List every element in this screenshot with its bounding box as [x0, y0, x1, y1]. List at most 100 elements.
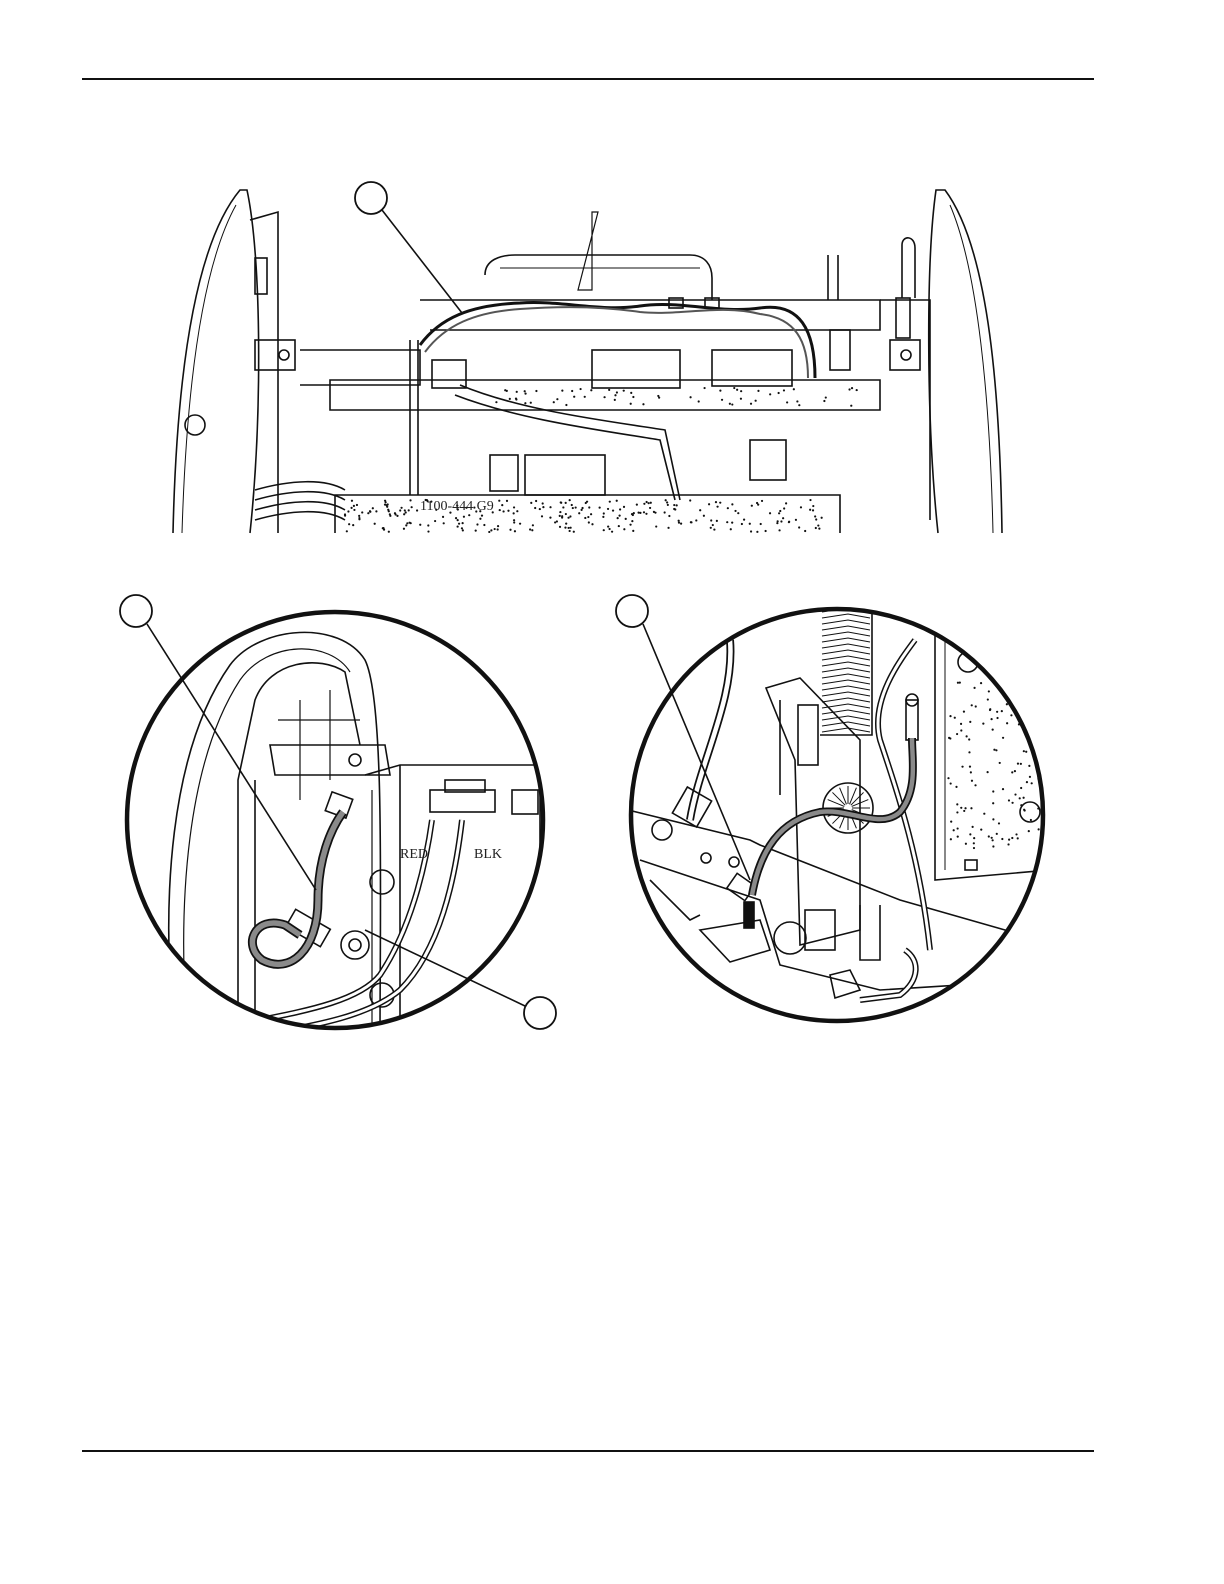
pcb-dot: [749, 523, 751, 525]
pcb-dot: [367, 512, 369, 514]
pcb-dot: [559, 511, 561, 513]
pcb-dot: [394, 513, 396, 515]
pcb-dot: [959, 681, 961, 683]
pcb-dot: [779, 510, 781, 512]
heatsink-fin: [822, 668, 870, 672]
pcb-dot: [588, 506, 590, 508]
pcb-dot: [584, 517, 586, 519]
pcb-dot: [463, 516, 465, 518]
heatsink-fin: [822, 716, 870, 720]
ribbon-cable: [255, 482, 345, 490]
pcb-dot: [408, 509, 410, 511]
pcb-dot: [618, 514, 620, 516]
pcb-dot: [800, 506, 802, 508]
pcb-dot: [565, 502, 567, 504]
pcb-dot: [1041, 682, 1043, 684]
pcb-dot: [572, 507, 574, 509]
pcb-dot: [599, 507, 601, 509]
pcb-dot: [353, 509, 355, 511]
pcb-dot: [1008, 839, 1010, 841]
pcb-dot: [542, 506, 544, 508]
pcb-dot: [1017, 763, 1019, 765]
pcb-dot: [614, 394, 616, 396]
pcb-dot: [957, 682, 959, 684]
pcb-dot: [561, 516, 563, 518]
pcb-dot: [434, 520, 436, 522]
pcb-dot: [960, 729, 962, 731]
pcb-dot: [703, 387, 705, 389]
pcb-dot: [971, 704, 973, 706]
pcb-dot: [1026, 781, 1028, 783]
pcb-dot: [756, 502, 758, 504]
pcb-dot: [608, 389, 610, 391]
pcb-dot: [991, 837, 993, 839]
pcb-dot: [358, 517, 360, 519]
pcb-dot: [674, 508, 676, 510]
pcb-dot: [623, 390, 625, 392]
pcb-dot: [608, 528, 610, 530]
pcb-dot: [636, 503, 638, 505]
pcb-dot: [490, 529, 492, 531]
pcb-dot: [727, 507, 729, 509]
pcb-dot: [1015, 833, 1017, 835]
pcb-dot: [561, 390, 563, 392]
pcb-dot: [783, 389, 785, 391]
pcb-dot: [1041, 752, 1043, 754]
pcb-dot: [750, 530, 752, 532]
pcb-dot: [736, 389, 738, 391]
pcb-dot: [948, 737, 950, 739]
pcb-dot: [950, 838, 952, 840]
pcb-dot: [591, 523, 593, 525]
pcb-dot: [825, 396, 827, 398]
pcb-dot: [733, 387, 735, 389]
pcb-dot: [504, 389, 506, 391]
pcb-dot: [476, 523, 478, 525]
pcb-dot: [751, 505, 753, 507]
pcb-dot: [1020, 804, 1022, 806]
pcb-dot: [579, 388, 581, 390]
pcb-dot: [1029, 776, 1031, 778]
pcb-dot: [501, 504, 503, 506]
heatsink-fin: [822, 626, 870, 630]
pcb-dot: [602, 516, 604, 518]
pcb-dot: [1020, 787, 1022, 789]
callout-balloon-bottom: [524, 997, 556, 1029]
pcb-dot: [559, 526, 561, 528]
pcb-dot: [396, 515, 398, 517]
pcb-dot: [716, 520, 718, 522]
pcb-dot: [559, 515, 561, 517]
pcb-dot: [992, 802, 994, 804]
pcb-dot: [632, 396, 634, 398]
pcb-dot: [369, 510, 371, 512]
heatsink-fin: [822, 614, 870, 618]
pcb-dot: [565, 523, 567, 525]
pcb-dot: [988, 835, 990, 837]
heatsink-fin: [822, 638, 870, 642]
detail-view-right: [628, 600, 1050, 1000]
pcb-dot: [630, 392, 632, 394]
pcb-dot: [590, 389, 592, 391]
pcb-dot: [457, 525, 459, 527]
pcb-dot: [618, 525, 620, 527]
pcb-dot: [1010, 714, 1012, 716]
pcb-dot: [553, 401, 555, 403]
pcb-dot: [786, 401, 788, 403]
pcb-dot: [569, 530, 571, 532]
pcb-dot: [815, 518, 817, 520]
pcb-dot: [603, 512, 605, 514]
pcb-dot: [719, 502, 721, 504]
pcb-dot: [1014, 770, 1016, 772]
pcb-dot: [616, 391, 618, 393]
pcb-dot: [980, 682, 982, 684]
pcb-dot: [658, 397, 660, 399]
pcb-dot: [1020, 763, 1022, 765]
red-wire-label: RED: [400, 847, 428, 862]
pcb-dot: [549, 506, 551, 508]
pcb-dot: [346, 530, 348, 532]
pcb-dot: [382, 527, 384, 529]
pcb-dot: [462, 529, 464, 531]
pcb-dot: [664, 511, 666, 513]
pcb-dot: [590, 513, 592, 515]
pcb-dot: [562, 506, 564, 508]
pcb-dot: [1019, 797, 1021, 799]
